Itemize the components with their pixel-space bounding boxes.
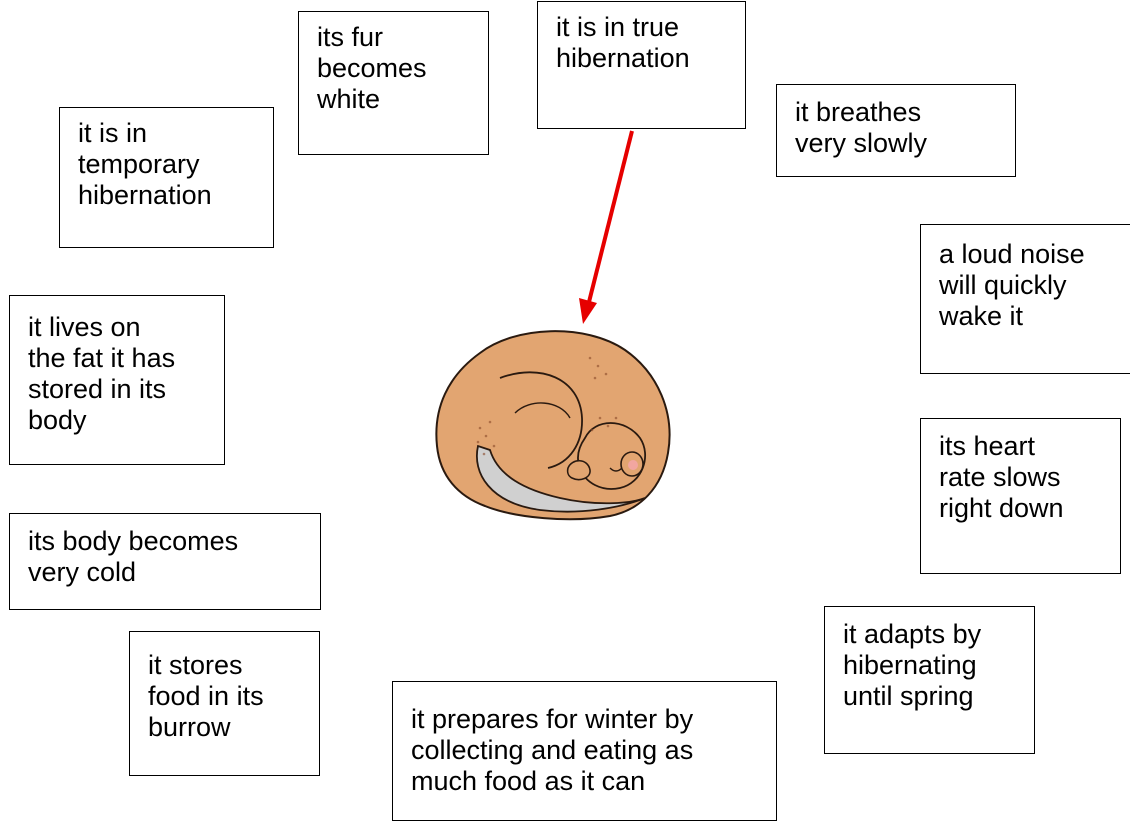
dormouse-body (436, 331, 669, 519)
label-card-breathes-slowly[interactable]: it breathes very slowly (776, 84, 1016, 177)
sleeping-dormouse-icon (420, 318, 680, 528)
label-card-temporary-hibernation[interactable]: it is in temporary hibernation (59, 107, 274, 248)
dormouse-paw (568, 461, 590, 480)
label-card-true-hibernation[interactable]: it is in true hibernation (537, 1, 746, 129)
label-card-fur-white[interactable]: its fur becomes white (298, 11, 489, 155)
label-card-body-cold[interactable]: its body becomes very cold (9, 513, 321, 610)
label-card-stores-food[interactable]: it stores food in its burrow (129, 631, 320, 776)
label-card-adapts[interactable]: it adapts by hibernating until spring (824, 606, 1035, 754)
label-card-prepares-winter[interactable]: it prepares for winter by collecting and… (392, 681, 777, 821)
label-card-lives-on-fat[interactable]: it lives on the fat it has stored in its… (9, 295, 225, 465)
label-card-heart-rate[interactable]: its heart rate slows right down (920, 418, 1121, 574)
dormouse-nose (628, 460, 638, 470)
arrow-line (589, 131, 632, 302)
label-card-loud-noise[interactable]: a loud noise will quickly wake it (920, 224, 1130, 374)
